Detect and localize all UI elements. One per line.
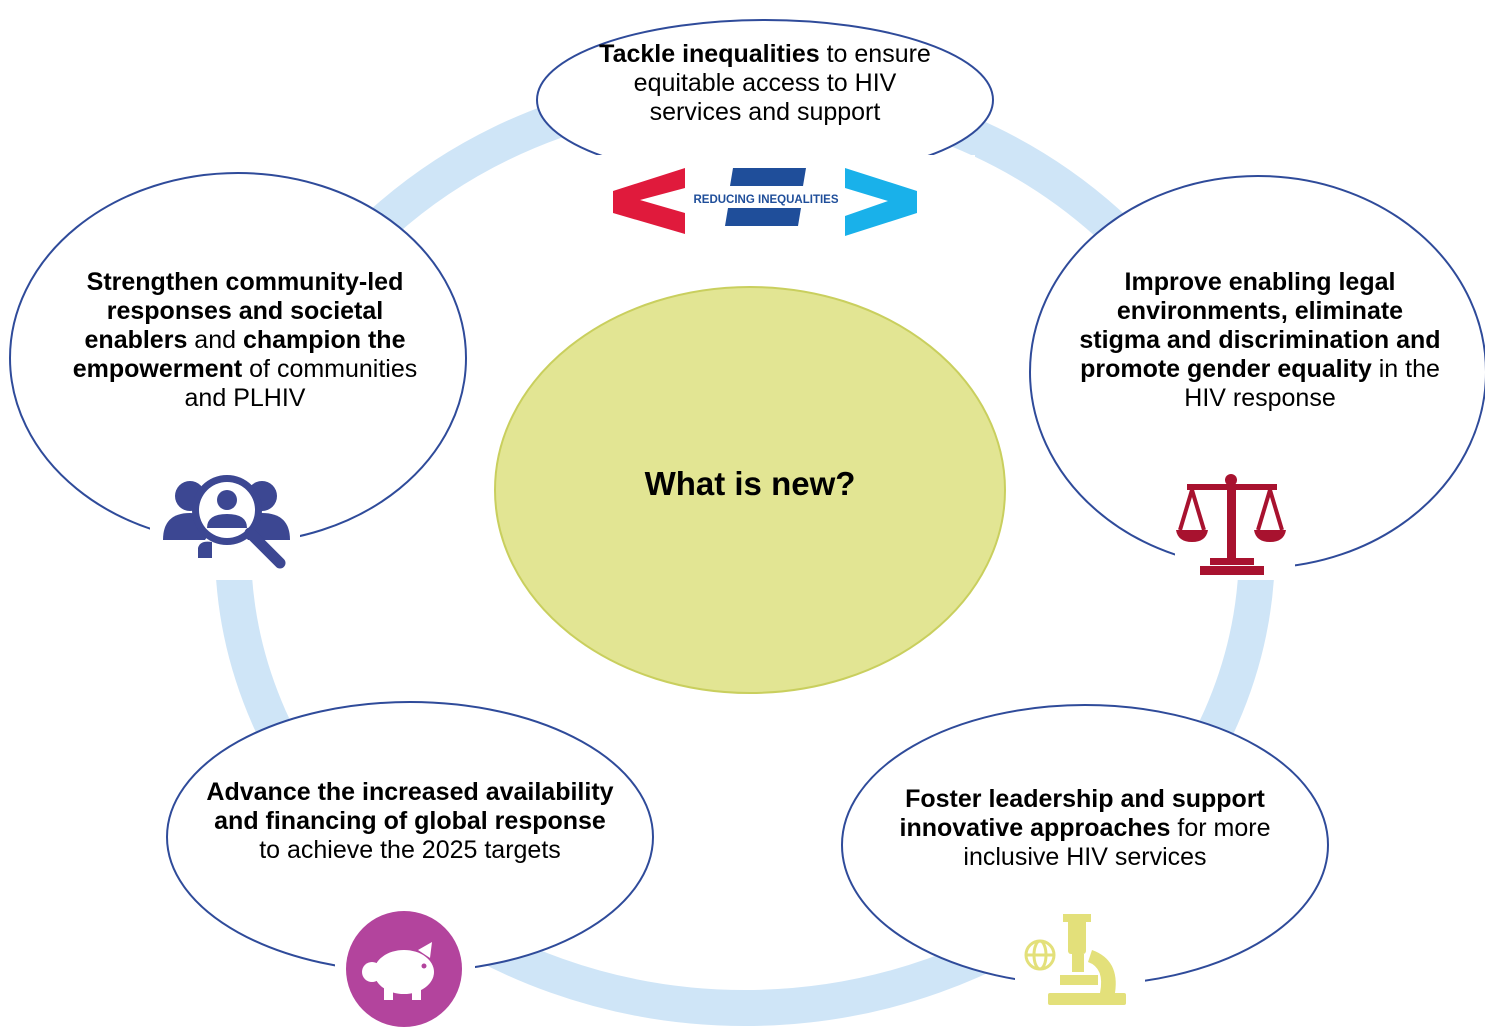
node-top-rest: to ensure equitable access to HIV servic… [633,40,931,126]
node-right-text: Improve enabling legal environments, eli… [1075,268,1445,413]
node-bottom-right-rest: for more inclusive HIV services [963,814,1271,871]
center-label: What is new? [644,465,856,502]
reducing-inequalities-logo: REDUCING INEQUALITIES [555,155,975,245]
node-left-rest: of communities and PLHIV [184,355,418,412]
node-left-bold-2: champion the empowerment [72,326,406,383]
node-bottom-left-rest: to achieve the 2025 targets [259,836,561,864]
community-search-icon [150,470,300,580]
piggy-bank-icon [335,908,475,1028]
microscope-globe-icon [1015,912,1145,1022]
node-bottom-left-text: Advance the increased availability and f… [205,778,615,865]
center-circle [494,286,1006,694]
node-left-mid: and [187,326,243,354]
node-top-bold: Tackle inequalities [599,40,820,68]
logo-label: REDUCING INEQUALITIES [693,194,838,206]
node-left-text: Strengthen community-led responses and s… [55,268,435,413]
node-top-text: Tackle inequalities to ensure equitable … [585,40,945,127]
node-left-bold-1: Strengthen community-led responses and s… [84,268,404,354]
node-bottom-right-text: Foster leadership and support innovative… [890,785,1280,872]
node-right-rest: in the HIV response [1184,355,1440,412]
node-bottom-right-bold: Foster leadership and support innovative… [899,785,1265,842]
node-right-bold: Improve enabling legal environments, eli… [1079,268,1441,383]
node-bottom-left-bold: Advance the increased availability and f… [206,778,614,835]
scales-of-justice-icon [1175,470,1295,580]
